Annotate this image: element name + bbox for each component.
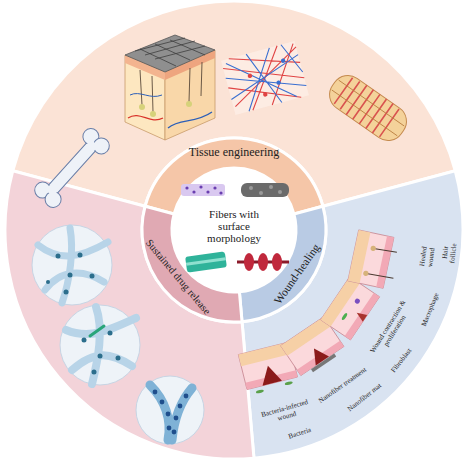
skin-block-healed-part — [370, 245, 376, 251]
fiber-icon-porous-part — [192, 190, 195, 193]
fiber-mesh-illustration-part — [263, 92, 268, 97]
fiber-icon-porous — [181, 184, 225, 196]
fiber-icon-porous-part — [213, 186, 216, 189]
inner-band-segment — [239, 206, 326, 321]
drug-release-inset-part — [136, 376, 204, 444]
fiber-icon-porous-part — [199, 185, 202, 188]
drug-release-inset-part — [32, 225, 112, 305]
drug-release-inset-part — [172, 430, 177, 435]
fiber-icon-porous-part — [219, 191, 222, 194]
drug-release-inset-part — [90, 274, 95, 279]
fiber-icon-beaded-part — [258, 253, 268, 271]
fiber-mesh-illustration-part — [276, 80, 281, 85]
skin-block-healed-part — [363, 270, 369, 276]
fiber-icon-rough-part — [278, 190, 282, 194]
skin-scaffold-illustration-part — [140, 62, 202, 112]
drug-release-inset-part — [167, 426, 172, 431]
center-title: Fibers with surface morphology — [203, 208, 265, 244]
fiber-mesh-illustration-part — [280, 58, 285, 63]
drug-release-inset — [32, 225, 112, 305]
drug-release-inset-part — [116, 356, 121, 361]
inner-band-segment — [145, 138, 323, 214]
fiber-icon-grooved-part — [186, 257, 226, 266]
skin-scaffold-illustration-part — [186, 101, 192, 107]
skin-scaffold-illustration-part — [139, 104, 145, 110]
outer-ring-segment — [242, 171, 463, 458]
fiber-mesh-illustration-part — [247, 73, 252, 78]
fiber-icon-porous-part — [181, 184, 225, 196]
fiber-icon-rough-part — [241, 183, 289, 197]
drug-release-inset-part — [64, 290, 69, 295]
fiber-icon-beaded-part — [244, 253, 254, 271]
drug-release-inset — [60, 305, 140, 385]
drug-release-inset-part — [98, 354, 103, 359]
skin-scaffold-illustration-part — [128, 116, 163, 120]
skin-block-contraction-part — [341, 312, 348, 320]
drug-release-inset-part — [184, 394, 189, 399]
drug-release-inset-part — [66, 307, 136, 384]
stage-label: Hair follicle — [441, 242, 458, 263]
drug-release-inset-part — [166, 412, 171, 417]
drug-release-inset — [136, 376, 204, 444]
drug-release-inset-part — [150, 385, 192, 440]
inner-band-segment — [142, 206, 242, 322]
fiber-icon-rough-part — [249, 186, 253, 190]
drug-release-inset-part — [56, 254, 61, 259]
fiber-icon-beaded-part — [272, 253, 282, 271]
outer-ring-segment — [5, 171, 254, 459]
skin-scaffold-illustration-part — [130, 94, 162, 97]
drug-release-inset-part — [178, 404, 183, 409]
drug-release-inset-part — [38, 228, 108, 303]
drug-release-inset-part — [82, 338, 87, 343]
drug-release-inset-part — [153, 390, 158, 395]
drug-release-inset-part — [78, 253, 83, 258]
fiber-icon-porous-part — [185, 186, 188, 189]
fiber-icon-porous-part — [206, 190, 209, 193]
fiber-icon-rough — [241, 183, 289, 197]
skin-block-contraction-part — [354, 298, 361, 305]
drug-release-inset-part — [108, 331, 113, 336]
drug-release-inset-part — [92, 370, 97, 375]
drug-release-inset-part — [174, 416, 179, 421]
drug-release-inset-part — [68, 273, 73, 278]
skin-scaffold-illustration-part — [150, 111, 156, 117]
drug-release-inset-part — [90, 326, 104, 336]
segment-title: Tissue engineering — [189, 146, 280, 159]
drug-release-inset-part — [60, 305, 140, 385]
fiber-icon-rough-part — [259, 191, 263, 195]
skin-scaffold-illustration — [125, 35, 215, 140]
outer-ring-segment — [13, 1, 455, 206]
fiber-icon-rough-part — [269, 185, 273, 189]
drug-release-inset-part — [160, 400, 165, 405]
drug-release-inset-part — [46, 280, 50, 284]
